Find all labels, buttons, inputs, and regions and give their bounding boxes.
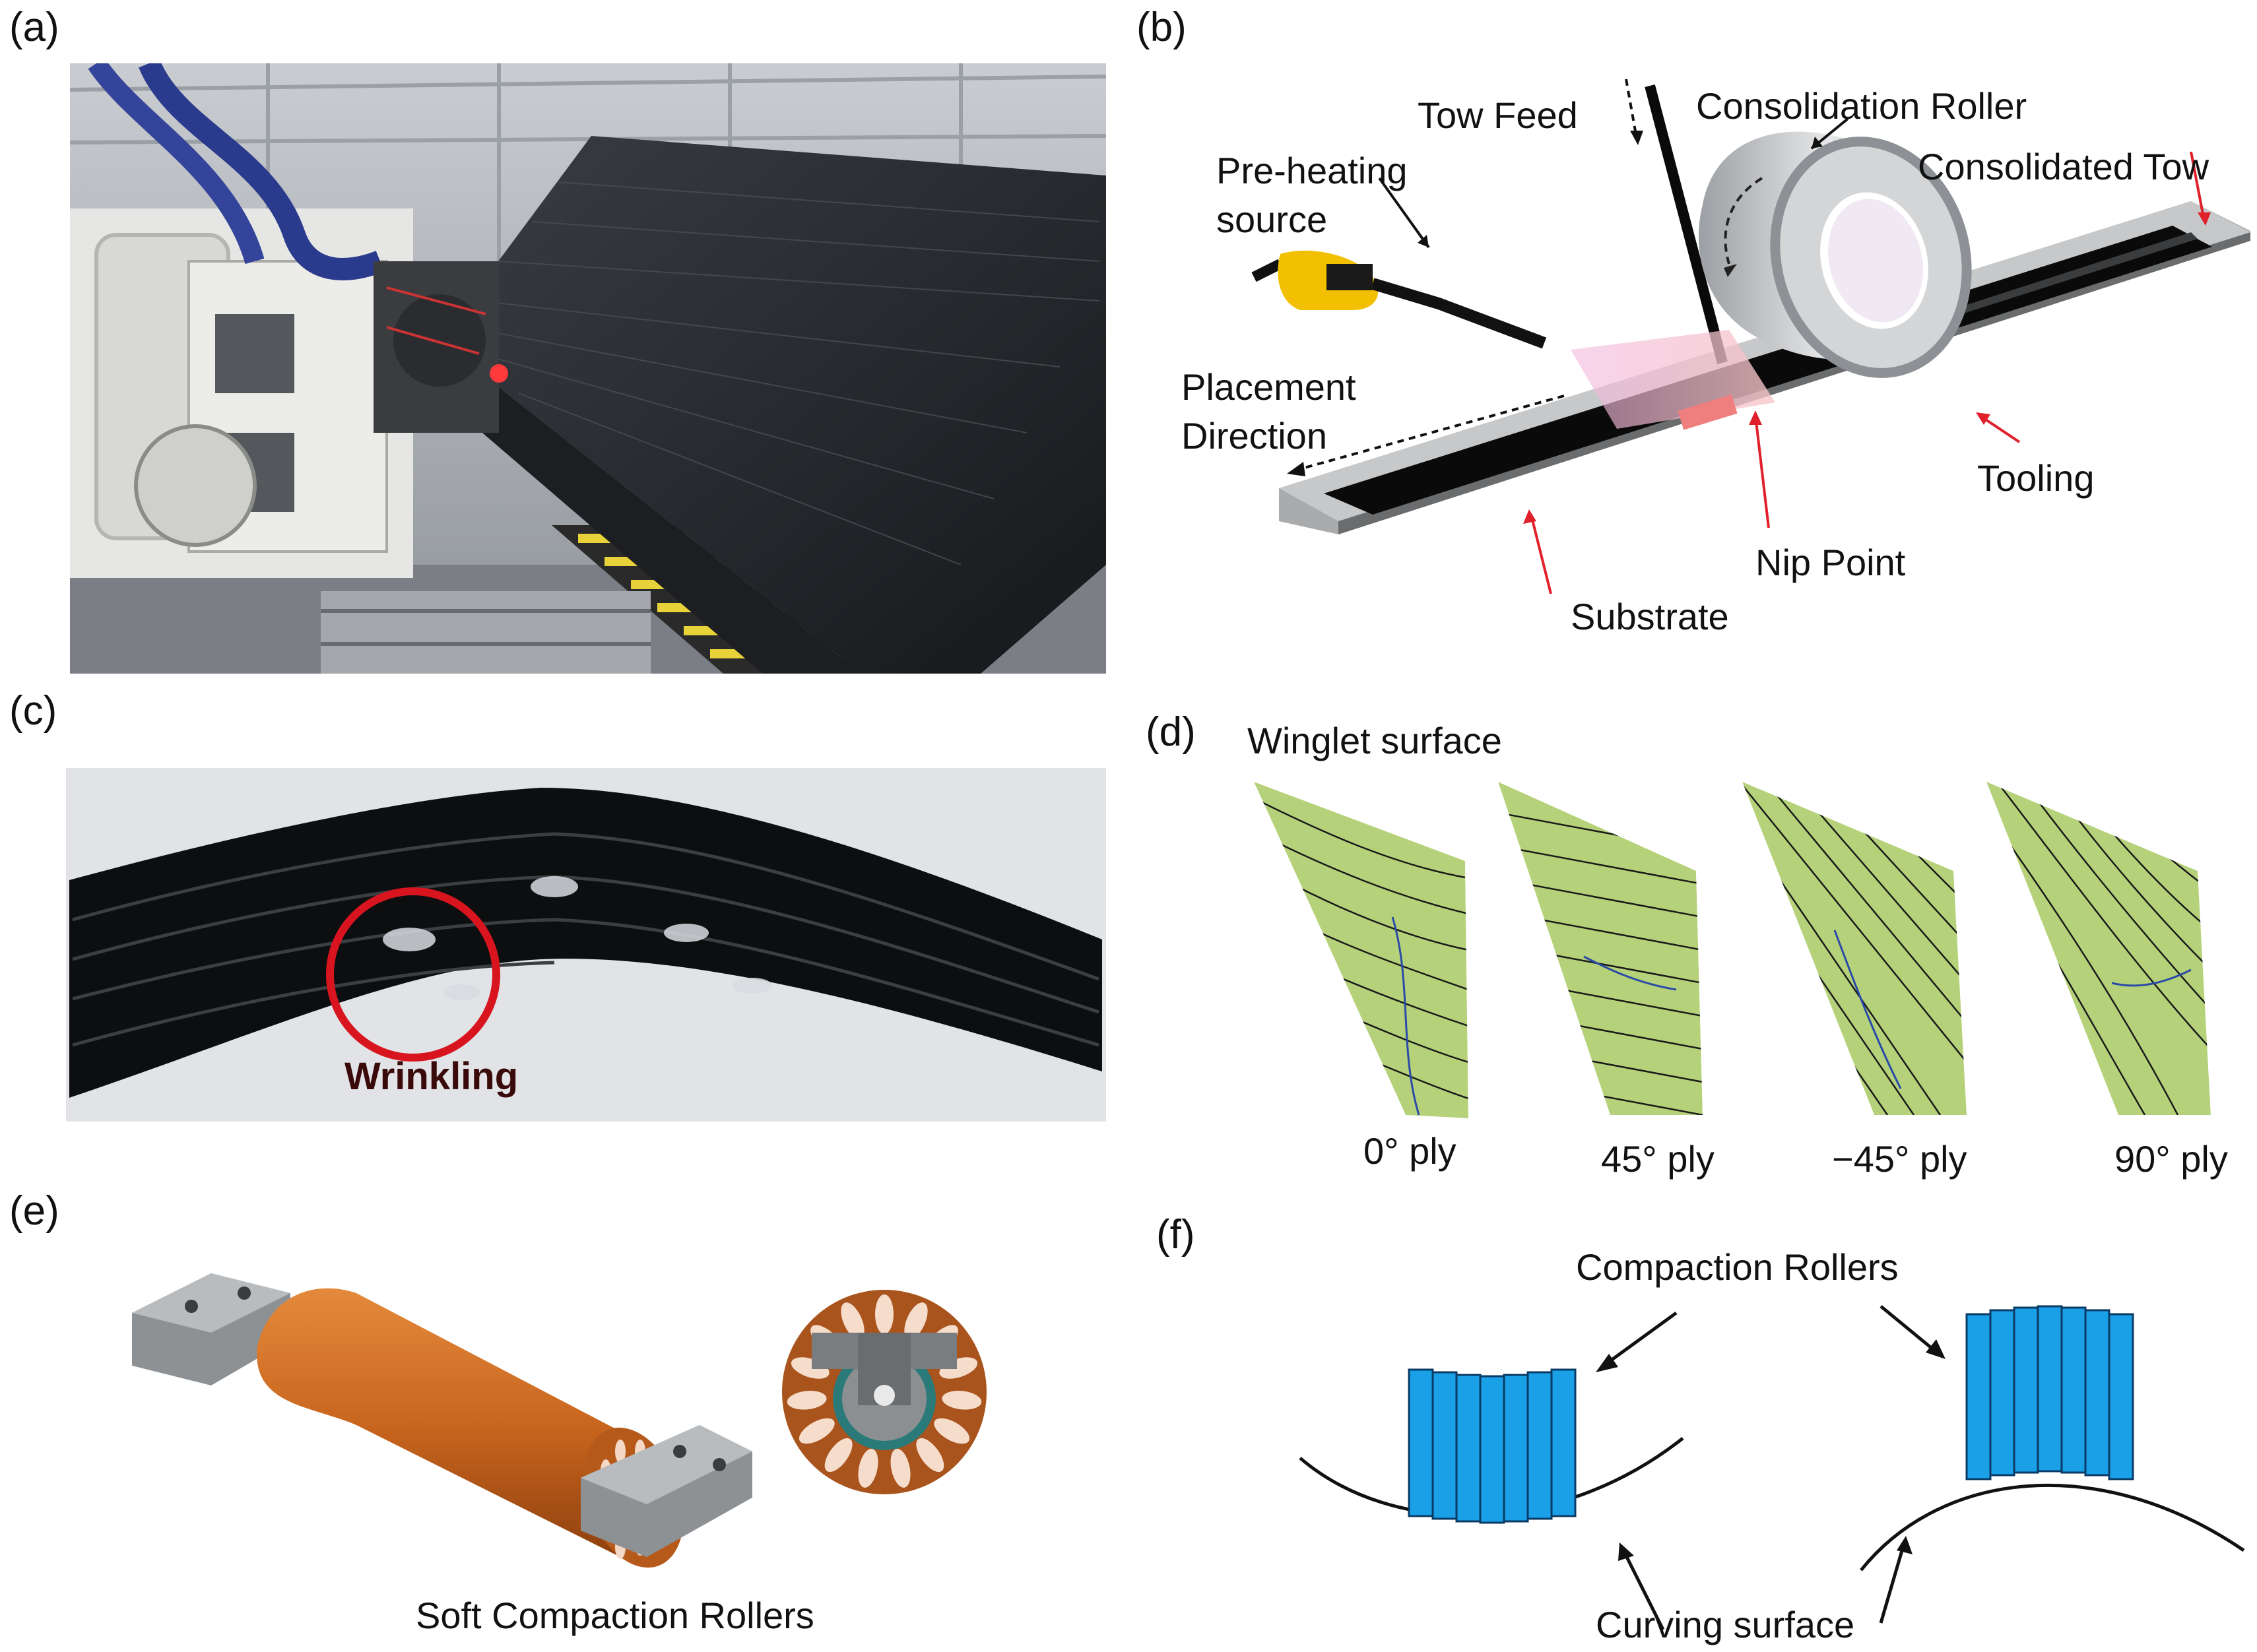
- substrate-label: Substrate: [1571, 596, 1729, 637]
- afp-process-schematic: [1251, 79, 2250, 594]
- panel-f-letter: (f): [1156, 1212, 1195, 1257]
- ply-label-45: 45° ply: [1601, 1138, 1715, 1180]
- winglet-ply-diagrams: [1254, 782, 2211, 1118]
- panel-e-letter: (e): [9, 1188, 59, 1234]
- afp-machine-photo: [70, 63, 1106, 674]
- ply-label-minus45: −45° ply: [1832, 1138, 1967, 1180]
- roller-group-concave: [1408, 1368, 1577, 1524]
- soft-compaction-roller-drawing: [132, 1273, 752, 1568]
- winglet-surface-title: Winglet surface: [1247, 720, 1502, 761]
- nip-point-label: Nip Point: [1755, 542, 1906, 583]
- heat-gun-icon: [1251, 250, 1547, 349]
- tow-feed-label: Tow Feed: [1418, 94, 1578, 136]
- consolidated-tow-label: Consolidated Tow: [1918, 146, 2209, 187]
- soft-compaction-rollers-caption: Soft Compaction Rollers: [416, 1595, 814, 1636]
- roller-cross-section: [782, 1290, 987, 1494]
- wrinkle-highlight-circle: [326, 887, 500, 1062]
- compaction-rollers-label: Compaction Rollers: [1576, 1246, 1899, 1288]
- tow-feed-strip: [1645, 84, 1728, 365]
- consolidation-roller: [1698, 131, 1972, 378]
- tooling-label: Tooling: [1977, 457, 2095, 499]
- ply-90-deg: [1986, 782, 2211, 1115]
- wrinkling-label: Wrinkling: [344, 1055, 519, 1098]
- ply-0-deg: [1254, 782, 1468, 1118]
- placement-label-line2: Direction: [1181, 415, 1327, 457]
- panel-d-letter: (d): [1146, 709, 1196, 755]
- compaction-rollers-diagram: [1299, 1305, 2245, 1631]
- ply-label-0: 0° ply: [1363, 1130, 1456, 1172]
- wrinkled-tow-photo: [66, 768, 1106, 1122]
- ply-45-deg: [1498, 782, 1703, 1115]
- roller-group-convex: [1965, 1305, 2134, 1480]
- panel-b-letter: (b): [1136, 5, 1187, 50]
- placement-label-line1: Placement: [1181, 366, 1356, 408]
- pre-heating-label-line2: source: [1216, 199, 1328, 240]
- curving-surface-convex: [1860, 1483, 2245, 1572]
- pre-heating-label-line1: Pre-heating: [1216, 150, 1408, 191]
- ply-label-90: 90° ply: [2114, 1138, 2228, 1180]
- curving-surface-label: Curving surface: [1596, 1604, 1855, 1645]
- ply-minus45-deg: [1742, 782, 1967, 1115]
- panel-c-letter: (c): [9, 688, 57, 734]
- consolidation-roller-label: Consolidation Roller: [1696, 85, 2027, 127]
- panel-a-letter: (a): [9, 5, 59, 50]
